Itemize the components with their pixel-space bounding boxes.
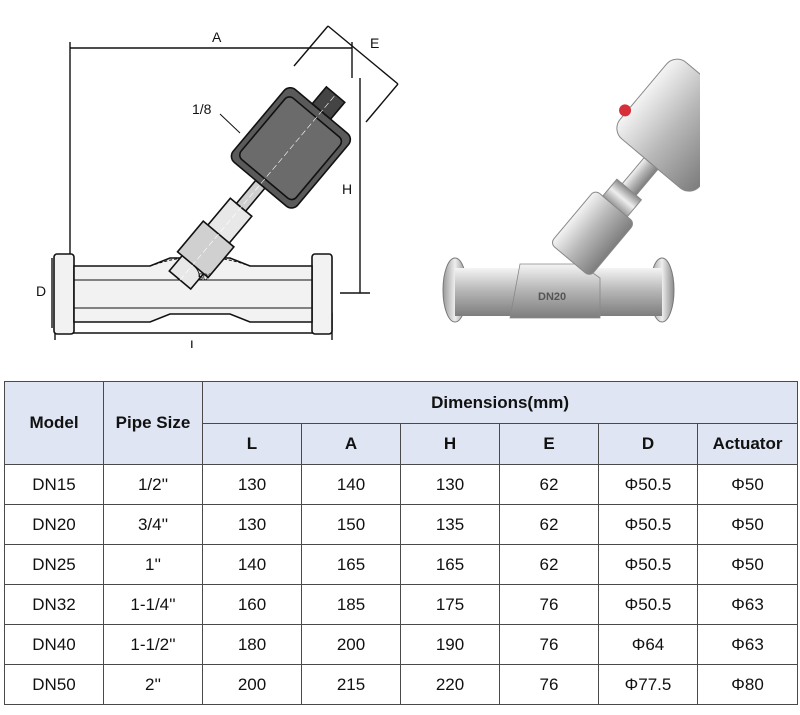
- cell-a: 185: [301, 584, 401, 625]
- cell-e: 62: [499, 464, 599, 505]
- cell-actuator: Φ63: [696, 584, 799, 625]
- cell-a: 165: [301, 544, 401, 585]
- cell-pipe-size: 1'': [103, 544, 203, 585]
- dim-label-a: A: [212, 29, 222, 45]
- header-l: L: [202, 423, 302, 465]
- cell-d: Φ50.5: [598, 544, 698, 585]
- cell-d: Φ50.5: [598, 584, 698, 625]
- header-dimensions: Dimensions(mm): [201, 381, 799, 424]
- dim-label-l: L: [190, 337, 198, 348]
- cell-d: Φ77.5: [598, 664, 698, 705]
- cell-h: 175: [400, 584, 500, 625]
- cell-actuator: Φ50: [696, 504, 799, 545]
- cell-l: 160: [202, 584, 302, 625]
- cell-a: 200: [301, 624, 401, 665]
- cell-e: 62: [499, 504, 599, 545]
- cell-l: 200: [202, 664, 302, 705]
- cell-pipe-size: 1-1/2'': [103, 624, 203, 665]
- cell-pipe-size: 1-1/4'': [103, 584, 203, 625]
- dimensions-table: Model Pipe Size Dimensions(mm) L A H E D…: [4, 381, 799, 705]
- cell-model: DN32: [4, 584, 104, 625]
- cell-model: DN40: [4, 624, 104, 665]
- cell-actuator: Φ63: [696, 624, 799, 665]
- cell-h: 220: [400, 664, 500, 705]
- cell-h: 130: [400, 464, 500, 505]
- cell-d: Φ64: [598, 624, 698, 665]
- header-h: H: [400, 423, 500, 465]
- valve-dimension-drawing: A E H D L 1/8 50°: [36, 25, 399, 348]
- cell-actuator: Φ50: [696, 544, 799, 585]
- cell-pipe-size: 3/4'': [103, 504, 203, 545]
- cell-h: 135: [400, 504, 500, 545]
- header-e: E: [499, 423, 599, 465]
- header-actuator: Actuator: [696, 423, 799, 465]
- cell-h: 190: [400, 624, 500, 665]
- dim-label-h: H: [342, 181, 352, 197]
- cell-pipe-size: 2'': [103, 664, 203, 705]
- cell-e: 76: [499, 664, 599, 705]
- cell-e: 62: [499, 544, 599, 585]
- cell-h: 165: [400, 544, 500, 585]
- cell-l: 130: [202, 464, 302, 505]
- header-pipe-size: Pipe Size: [103, 381, 203, 465]
- body-marking: DN20: [538, 291, 566, 303]
- cell-e: 76: [499, 584, 599, 625]
- header-d: D: [598, 423, 698, 465]
- cell-actuator: Φ50: [696, 464, 799, 505]
- cell-l: 130: [202, 504, 302, 545]
- header-model: Model: [4, 381, 104, 465]
- cell-a: 140: [301, 464, 401, 505]
- cell-d: Φ50.5: [598, 464, 698, 505]
- cell-model: DN15: [4, 464, 104, 505]
- cell-a: 150: [301, 504, 401, 545]
- cell-model: DN50: [4, 664, 104, 705]
- cell-e: 76: [499, 624, 599, 665]
- cell-l: 140: [202, 544, 302, 585]
- dim-label-d: D: [36, 283, 46, 299]
- dim-label-e: E: [370, 35, 379, 51]
- port-size-label: 1/8: [192, 101, 212, 117]
- cell-a: 215: [301, 664, 401, 705]
- cell-pipe-size: 1/2'': [103, 464, 203, 505]
- cell-actuator: Φ80: [696, 664, 799, 705]
- cell-d: Φ50.5: [598, 504, 698, 545]
- cell-model: DN20: [4, 504, 104, 545]
- header-a: A: [301, 423, 401, 465]
- valve-product-photo: DN20: [442, 58, 700, 323]
- cell-model: DN25: [4, 544, 104, 585]
- angle-label: 50°: [198, 272, 212, 282]
- cell-l: 180: [202, 624, 302, 665]
